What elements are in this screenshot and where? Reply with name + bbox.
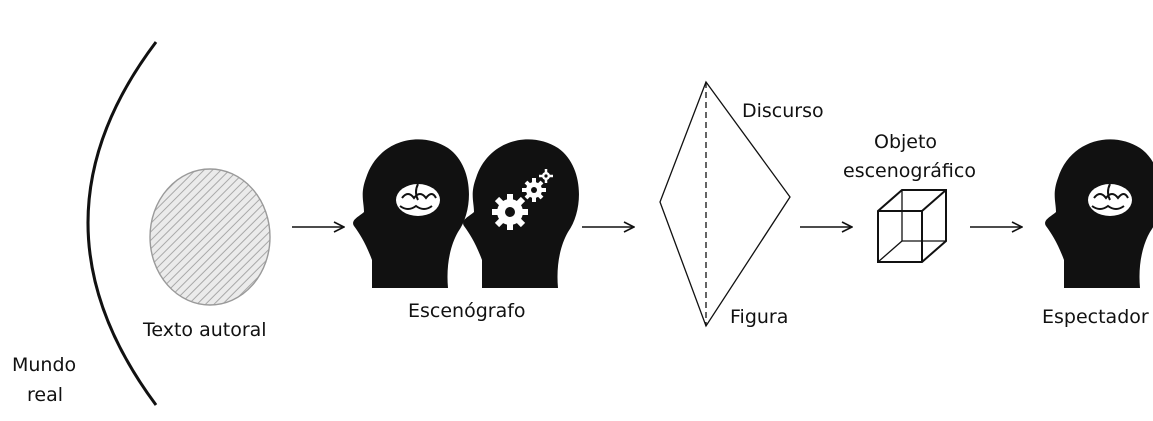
label-mundo-real-1: Mundo [12, 354, 77, 376]
label-objeto-1: Objeto [874, 131, 938, 153]
label-espectador: Espectador [1042, 306, 1149, 328]
gears-head-icon [463, 139, 579, 288]
spectator-brain-head-icon [1045, 139, 1153, 288]
cube-icon [877, 189, 947, 263]
label-texto-autoral: Texto autoral [143, 319, 267, 341]
label-objeto-2: escenográfico [843, 160, 976, 182]
diamond-figure-icon [659, 80, 791, 328]
author-text-ellipse [149, 168, 271, 306]
label-discurso: Discurso [742, 100, 824, 122]
label-mundo-real-2: real [27, 384, 64, 406]
label-figura: Figura [730, 306, 789, 328]
label-escenografo: Escenógrafo [408, 300, 526, 322]
world-arc [86, 41, 158, 406]
brain-head-icon [353, 139, 469, 288]
